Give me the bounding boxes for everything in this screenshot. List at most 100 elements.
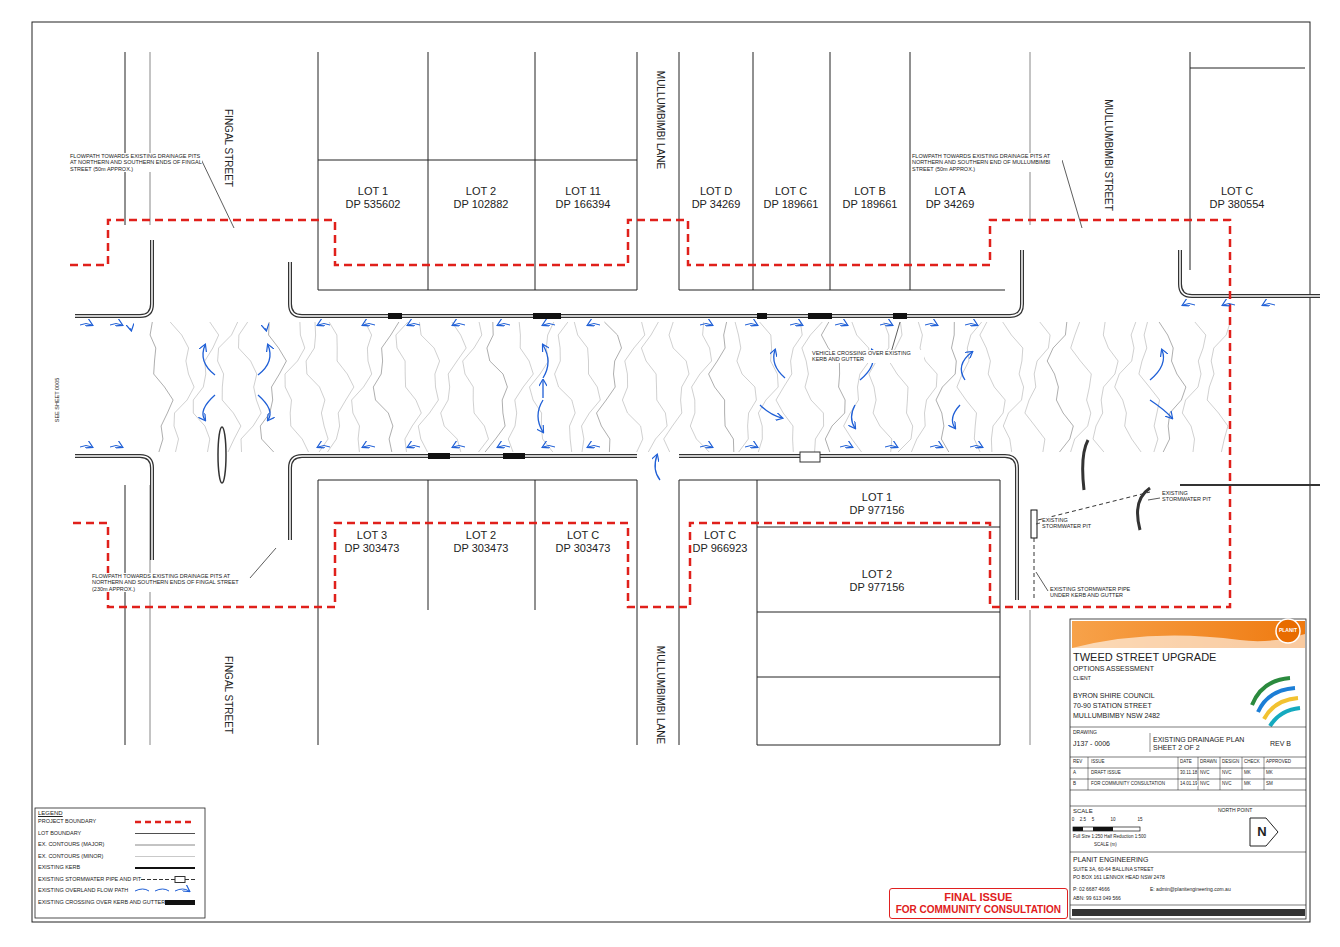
title-block-text: DRAWING (1073, 730, 1097, 736)
title-block-text: BYRON SHIRE COUNCIL (1073, 692, 1155, 700)
title-block-text: 14.01.19 (1180, 781, 1198, 786)
lot-parcel: LOT 2DP 977156 (850, 568, 905, 594)
contour-line (150, 322, 173, 452)
drawing-path (135, 867, 195, 869)
title-block-text: 2.5 (1080, 817, 1086, 822)
title-block-text: 0 (1072, 817, 1075, 822)
title-block (1070, 619, 1306, 919)
contour-line (664, 322, 689, 452)
flow-arrow (790, 324, 802, 326)
title-block-text: NVC (1200, 781, 1210, 786)
contour-line (980, 322, 1005, 452)
project-boundary (70, 220, 1230, 607)
flow-arrow (543, 345, 548, 378)
leader-lines (200, 157, 1160, 591)
flow-arrow (408, 324, 420, 326)
title-block-text: J137 - 0006 (1073, 740, 1110, 748)
flow-arrow (258, 395, 270, 420)
contour-line (641, 322, 667, 452)
legend-entry: EXISTING KERB (38, 864, 80, 870)
title-block-text: ABN: 99 613 049 566 (1073, 896, 1121, 902)
contour-line (735, 322, 756, 452)
flow-arrow (970, 446, 982, 448)
node-heading: LOT 1 (850, 491, 905, 504)
drawing-path (1070, 727, 1306, 905)
legend-box (35, 808, 205, 918)
node-text: DP 189661 (843, 198, 898, 211)
title-block-text: LEGEND (38, 810, 63, 817)
contour-line (396, 322, 421, 452)
contour-line (622, 322, 644, 452)
contour-line (889, 322, 913, 452)
flow-arrow (880, 324, 892, 326)
contour-line (690, 322, 711, 452)
callout-note: EXISTING STORMWATER PIPE UNDER KERB AND … (1050, 586, 1150, 599)
title-block-text: MULLUMBIMBY NSW 2482 (1073, 712, 1160, 720)
callout-note: FLOWPATH TOWARDS EXISTING DRAINAGE PITS … (70, 153, 202, 172)
flow-arrow (965, 324, 977, 326)
contour-line (597, 322, 622, 452)
node-text: DP 303473 (345, 542, 400, 555)
title-block-text: Full Size 1:250 Half Reduction 1:500 (1073, 834, 1146, 839)
flow-arrow (80, 446, 92, 448)
title-block-text: OPTIONS ASSESSMENT (1073, 665, 1154, 673)
title-block-text: TWEED STREET UPGRADE (1073, 651, 1216, 664)
flow-arrow (1150, 350, 1164, 380)
title-block-text: B (1073, 781, 1076, 786)
node-heading: LOT C (556, 529, 611, 542)
drawing-path (1270, 708, 1300, 726)
title-block-text: MK (1244, 781, 1251, 786)
title-block-text: ISSUE (1091, 759, 1105, 764)
contour-line (957, 322, 982, 452)
drawing-path (318, 160, 1005, 290)
title-block-text: SM (1266, 781, 1273, 786)
title-block-text: CLIENT (1073, 676, 1091, 682)
flow-arrow (840, 446, 852, 448)
node-heading: LOT 1 (346, 185, 401, 198)
flow-arrow (130, 329, 131, 331)
flow-arrow (835, 324, 847, 326)
lot-parcel: LOT CDP 966923 (693, 529, 748, 555)
flow-arrow (1150, 400, 1172, 418)
title-block-text: SCALE (m) (1094, 842, 1117, 847)
stormwater-pipe (1038, 492, 1150, 520)
node-text: DP 34269 (926, 198, 975, 211)
contour-line (776, 322, 802, 452)
flow-arrow (852, 405, 856, 428)
flow-arrow (588, 446, 600, 448)
flow-arrow (110, 324, 122, 326)
flow-arrow (258, 345, 270, 375)
title-block-text: PLANIT (1279, 628, 1297, 634)
drawing-g (1252, 678, 1300, 726)
flow-arrow (203, 345, 215, 375)
flow-arrow (952, 405, 960, 428)
title-block-text: NORTH POINT (1218, 808, 1252, 814)
lot-parcel: LOT BDP 189661 (843, 185, 898, 211)
title-block-text: 30.11.18 (1180, 770, 1197, 775)
legend-entry: EX. CONTOURS (MINOR) (38, 853, 103, 859)
drawing-rect (503, 453, 525, 459)
node-heading: LOT A (926, 185, 975, 198)
title-block-text: CHECK (1244, 759, 1260, 764)
flow-arrow (700, 446, 712, 448)
contour-line (239, 322, 262, 452)
drawing-path (135, 856, 195, 857)
node-text: FOR COMMUNITY CONSULTATION (896, 904, 1061, 916)
title-block-text: EXISTING DRAINAGE PLAN SHEET 2 OF 2 (1153, 736, 1253, 752)
contour-line (193, 322, 218, 452)
title-block-text: N (1257, 825, 1266, 840)
drawing-path (1036, 572, 1048, 591)
contour-line (1207, 322, 1230, 452)
drawing-rect (1073, 827, 1140, 831)
flow-arrow (318, 324, 330, 326)
contour-line (911, 322, 937, 452)
legend-entry: PROJECT BOUNDARY (38, 818, 96, 824)
flow-arrow (538, 400, 543, 432)
title-block-text: REV (1073, 759, 1082, 764)
node-text: DP 303473 (454, 542, 509, 555)
contour-line (802, 322, 824, 452)
flow-arrow (498, 446, 510, 448)
flow-arrow (318, 446, 330, 448)
drawing-path (1250, 818, 1278, 846)
node-heading: LOT 2 (454, 185, 509, 198)
